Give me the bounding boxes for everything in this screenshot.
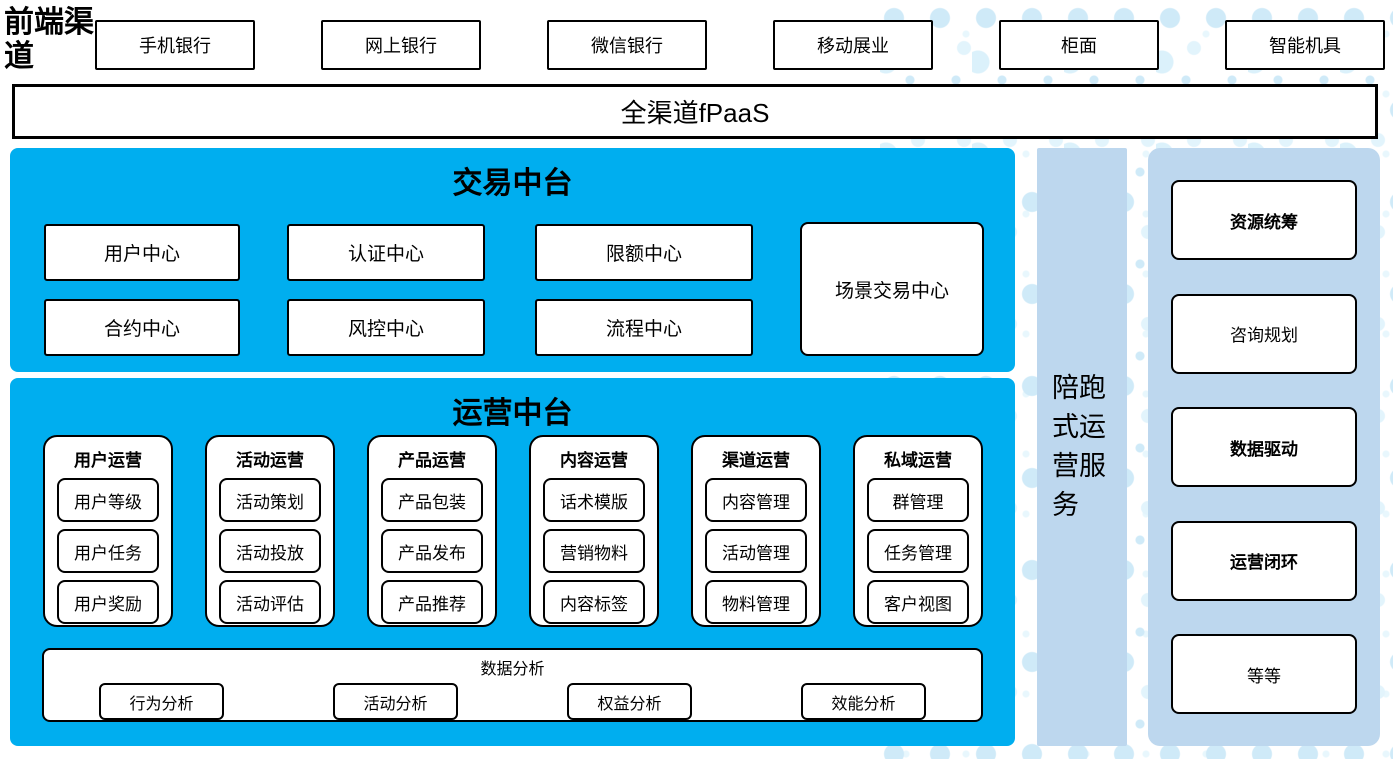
operations-platform-block: 运营中台 用户运营 用户等级 用户任务 用户奖励 活动运营 活动策划 活动投放 … (10, 378, 1015, 746)
card-header: 内容运营 (560, 451, 628, 470)
box-behavior-analysis: 行为分析 (99, 683, 224, 720)
card-channel-operations: 渠道运营 内容管理 活动管理 物料管理 (691, 435, 821, 627)
channel-box-mobile-marketing: 移动展业 (773, 20, 933, 70)
fpaas-bar: 全渠道fPaaS (12, 84, 1378, 139)
box-resource-coordination: 资源统筹 (1171, 180, 1357, 260)
box-etc: 等等 (1171, 634, 1357, 714)
channel-box-online-banking: 网上银行 (321, 20, 481, 70)
box-rights-analysis: 权益分析 (567, 683, 692, 720)
card-item: 物料管理 (705, 580, 807, 624)
box-user-center: 用户中心 (44, 224, 240, 281)
operations-platform-title: 运营中台 (452, 397, 573, 430)
box-operations-closed-loop: 运营闭环 (1171, 520, 1357, 601)
card-item: 产品推荐 (381, 580, 483, 624)
channel-box-wechat-banking: 微信银行 (547, 20, 707, 70)
card-item: 用户奖励 (57, 580, 159, 624)
card-item: 活动评估 (219, 580, 321, 624)
card-content-operations: 内容运营 话术模版 营销物料 内容标签 (529, 435, 659, 627)
card-item: 活动管理 (705, 529, 807, 573)
box-activity-analysis: 活动分析 (333, 683, 458, 720)
channel-box-counter: 柜面 (999, 20, 1159, 70)
card-item: 群管理 (867, 478, 969, 522)
card-item: 任务管理 (867, 529, 969, 573)
accompanying-operations-service-label: 陪跑式运营服务 (1052, 372, 1106, 521)
box-process-center: 流程中心 (535, 299, 753, 356)
operations-card-row: 用户运营 用户等级 用户任务 用户奖励 活动运营 活动策划 活动投放 活动评估 … (43, 435, 983, 627)
front-channel-label: 前端渠道 (4, 6, 94, 73)
channel-row: 手机银行 网上银行 微信银行 移动展业 柜面 智能机具 (95, 20, 1385, 70)
card-activity-operations: 活动运营 活动策划 活动投放 活动评估 (205, 435, 335, 627)
card-header: 渠道运营 (722, 451, 790, 470)
card-item: 用户任务 (57, 529, 159, 573)
card-item: 内容标签 (543, 580, 645, 624)
box-limit-center: 限额中心 (535, 224, 753, 281)
channel-box-mobile-banking: 手机银行 (95, 20, 255, 70)
trading-platform-block: 交易中台 用户中心 认证中心 限额中心 合约中心 风控中心 流程中心 场景交易中… (10, 148, 1015, 372)
card-item: 营销物料 (543, 529, 645, 573)
channel-box-smart-devices: 智能机具 (1225, 20, 1385, 70)
card-item: 话术模版 (543, 478, 645, 522)
data-analysis-container: 数据分析 行为分析 活动分析 权益分析 效能分析 (42, 648, 983, 722)
card-item: 客户视图 (867, 580, 969, 624)
box-scenario-trading-center: 场景交易中心 (800, 222, 984, 356)
card-item: 活动策划 (219, 478, 321, 522)
card-user-operations: 用户运营 用户等级 用户任务 用户奖励 (43, 435, 173, 627)
card-item: 内容管理 (705, 478, 807, 522)
box-auth-center: 认证中心 (287, 224, 485, 281)
card-header: 产品运营 (398, 451, 466, 470)
card-product-operations: 产品运营 产品包装 产品发布 产品推荐 (367, 435, 497, 627)
accompanying-operations-service-bar: 陪跑式运营服务 (1037, 148, 1127, 746)
box-consulting-planning: 咨询规划 (1171, 293, 1357, 374)
card-header: 活动运营 (236, 451, 304, 470)
card-item: 产品包装 (381, 478, 483, 522)
card-item: 产品发布 (381, 529, 483, 573)
box-data-driven: 数据驱动 (1171, 407, 1357, 487)
card-header: 用户运营 (74, 451, 142, 470)
card-item: 用户等级 (57, 478, 159, 522)
trading-platform-title: 交易中台 (452, 167, 573, 200)
card-item: 活动投放 (219, 529, 321, 573)
box-risk-center: 风控中心 (287, 299, 485, 356)
box-efficiency-analysis: 效能分析 (801, 683, 926, 720)
card-private-domain-operations: 私域运营 群管理 任务管理 客户视图 (853, 435, 983, 627)
service-panel: 资源统筹 咨询规划 数据驱动 运营闭环 等等 (1148, 148, 1380, 746)
box-contract-center: 合约中心 (44, 299, 240, 356)
data-analysis-row: 行为分析 活动分析 权益分析 效能分析 (44, 679, 981, 720)
card-header: 私域运营 (884, 451, 952, 470)
data-analysis-title: 数据分析 (480, 661, 545, 678)
